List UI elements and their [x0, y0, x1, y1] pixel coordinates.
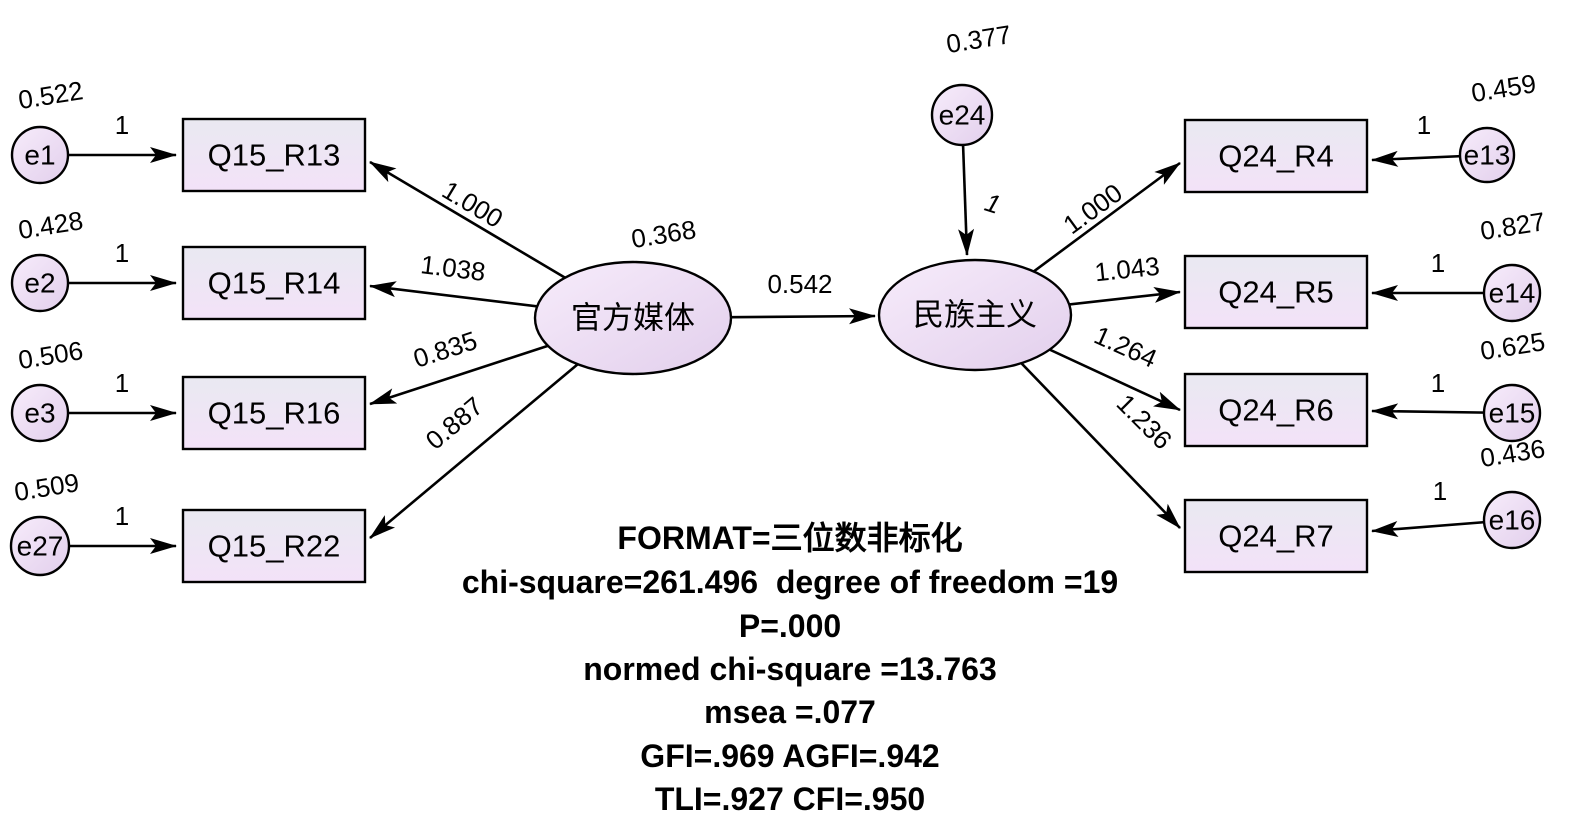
error-label: e14 [1489, 278, 1536, 309]
error-variance: 0.436 [1478, 433, 1547, 473]
error-variance: 0.459 [1469, 68, 1538, 108]
structural-coefficient: 0.542 [767, 269, 832, 299]
error-node-e15 [1482, 383, 1542, 443]
latent-label-nationalism: 民族主义 [913, 298, 1037, 333]
error-label: e15 [1489, 398, 1536, 429]
error-node-e24 [930, 83, 994, 147]
error-variance: 0.428 [16, 205, 85, 245]
indicator-label: Q15_R13 [208, 138, 341, 173]
latent-node-media [533, 260, 733, 376]
indicator-box-q24r7 [1183, 498, 1369, 574]
indicator-label: Q15_R16 [208, 396, 341, 431]
factor-loading: 1.038 [419, 249, 487, 287]
error-weight: 1 [981, 187, 1004, 220]
error-weight: 1 [1433, 476, 1447, 506]
fit-stat-line: normed chi-square =13.763 [583, 651, 997, 687]
indicator-label: Q15_R22 [208, 529, 341, 564]
error-weight: 1 [115, 110, 129, 140]
factor-loading: 1.236 [1111, 388, 1178, 455]
error-node-e1 [10, 125, 70, 185]
indicator-box-q15r13 [181, 117, 367, 193]
error-weight: 1 [1431, 368, 1445, 398]
factor-loading: 1.264 [1090, 320, 1162, 374]
error-variance: 0.827 [1478, 206, 1547, 246]
error-node-e14 [1482, 263, 1542, 323]
indicator-box-q24r5 [1183, 254, 1369, 330]
error-variance: 0.522 [16, 75, 85, 115]
indicator-label: Q24_R4 [1218, 139, 1333, 174]
error-node-e13 [1458, 126, 1516, 184]
latent-variance: 0.368 [629, 214, 698, 254]
error-variance: 0.509 [12, 467, 81, 507]
error-label: e27 [17, 531, 64, 562]
error-node-e16 [1482, 490, 1542, 550]
factor-loading: 0.835 [410, 325, 481, 374]
error-weight: 1 [115, 501, 129, 531]
error-weight: 1 [115, 238, 129, 268]
indicator-box-q15r14 [181, 245, 367, 321]
factor-loading: 1.000 [437, 175, 508, 234]
indicator-box-q15r22 [181, 508, 367, 584]
latent-node-nationalism [877, 258, 1073, 372]
error-label: e13 [1464, 140, 1511, 171]
fit-stat-line: chi-square=261.496 degree of freedom =19 [462, 564, 1118, 600]
fit-stat-line: msea =.077 [704, 694, 876, 730]
latent-label-media: 官方媒体 [571, 301, 695, 336]
error-label: e16 [1489, 505, 1536, 536]
error-weight: 1 [1417, 110, 1431, 140]
indicator-box-q24r6 [1183, 372, 1369, 448]
factor-loading: 1.000 [1058, 177, 1128, 240]
fit-stat-line: FORMAT=三位数非标化 [617, 520, 962, 556]
fit-stat-line: P=.000 [739, 608, 841, 644]
indicator-label: Q24_R7 [1218, 519, 1333, 554]
error-variance: 0.506 [16, 335, 85, 375]
error-label: e3 [24, 398, 55, 429]
error-weight: 1 [115, 368, 129, 398]
error-label: e2 [24, 268, 55, 299]
fit-stat-line: GFI=.969 AGFI=.942 [640, 738, 939, 774]
indicator-box-q24r4 [1183, 118, 1369, 194]
error-node-e3 [10, 383, 70, 443]
indicator-label: Q24_R5 [1218, 275, 1333, 310]
error-node-e2 [10, 253, 70, 313]
error-variance: 0.625 [1478, 326, 1547, 366]
indicator-box-q15r16 [181, 375, 367, 451]
error-weight: 1 [1431, 248, 1445, 278]
error-label: e24 [939, 100, 986, 131]
indicator-label: Q24_R6 [1218, 393, 1333, 428]
factor-loading: 1.043 [1093, 251, 1161, 288]
indicator-label: Q15_R14 [208, 266, 341, 301]
fit-stat-line: TLI=.927 CFI=.950 [655, 781, 925, 817]
error-node-e27 [9, 515, 71, 577]
error-variance: 0.377 [944, 19, 1013, 59]
error-label: e1 [24, 140, 55, 171]
